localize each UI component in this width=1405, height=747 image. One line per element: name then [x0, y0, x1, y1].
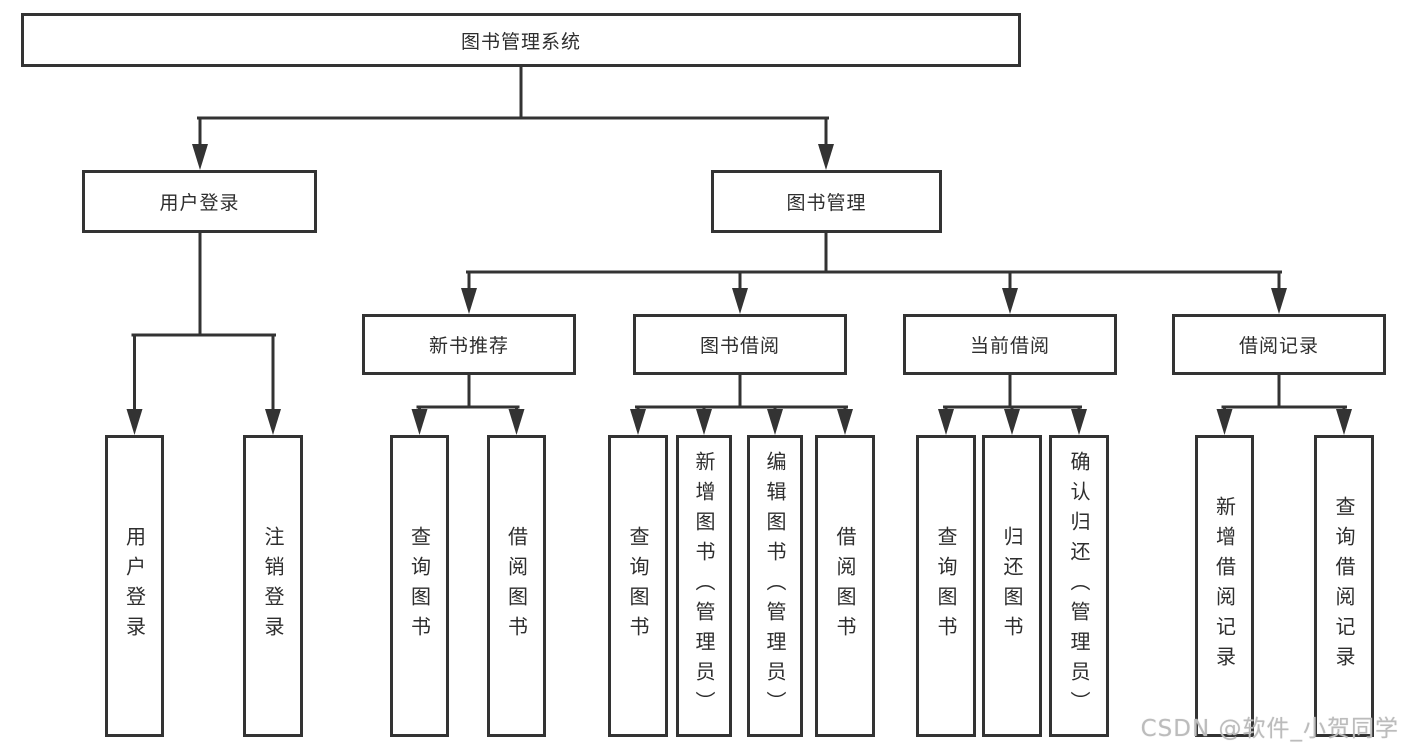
leaf-recommend-query-book: 查询图书 [390, 435, 449, 737]
leaf-label: 编辑图书（管理员） [763, 451, 787, 721]
node-root: 图书管理系统 [21, 13, 1021, 67]
arrow-down-icon [1071, 409, 1087, 435]
arrow-down-icon [1271, 288, 1287, 314]
arrow-down-icon [630, 409, 646, 435]
node-current-borrow: 当前借阅 [903, 314, 1117, 375]
arrow-down-icon [696, 409, 712, 435]
leaf-label: 注销登录 [261, 526, 285, 646]
node-borrow-records: 借阅记录 [1172, 314, 1386, 375]
arrow-down-icon [411, 409, 428, 435]
leaf-current-confirm-return-admin: 确认归还（管理员） [1049, 435, 1109, 737]
arrow-down-icon [767, 409, 783, 435]
leaf-recommend-borrow-book: 借阅图书 [487, 435, 546, 737]
arrow-down-icon [265, 409, 281, 435]
arrow-down-icon [732, 288, 748, 314]
leaf-label: 确认归还（管理员） [1067, 451, 1091, 721]
leaf-borrow-query-book: 查询图书 [608, 435, 668, 737]
leaf-label: 借阅图书 [833, 526, 857, 646]
leaf-label: 查询图书 [626, 526, 650, 646]
leaf-logout-login: 注销登录 [243, 435, 303, 737]
leaf-user-login: 用户登录 [105, 435, 164, 737]
leaf-records-query-record: 查询借阅记录 [1314, 435, 1374, 737]
node-book-management: 图书管理 [711, 170, 942, 233]
leaf-current-query-book: 查询图书 [916, 435, 976, 737]
node-new-book-recommend: 新书推荐 [362, 314, 576, 375]
leaf-borrow-edit-book-admin: 编辑图书（管理员） [747, 435, 803, 737]
node-label: 新书推荐 [428, 335, 509, 357]
leaf-label: 用户登录 [122, 526, 147, 646]
arrow-down-icon [508, 409, 525, 435]
csdn-watermark: CSDN @软件_小贺同学 [1140, 716, 1399, 742]
leaf-label: 借阅图书 [504, 526, 529, 646]
node-label: 图书管理 [786, 192, 867, 214]
arrow-down-icon [461, 288, 477, 314]
node-book-borrow: 图书借阅 [633, 314, 847, 375]
node-label: 图书借阅 [699, 335, 780, 357]
leaf-label: 新增图书（管理员） [692, 451, 716, 721]
leaf-label: 新增借阅记录 [1212, 496, 1237, 676]
node-label: 当前借阅 [969, 335, 1050, 357]
node-label: 图书管理系统 [460, 30, 581, 53]
arrow-down-icon [192, 144, 208, 170]
node-label: 用户登录 [159, 192, 240, 214]
leaf-label: 查询图书 [934, 526, 958, 646]
leaf-current-return-book: 归还图书 [982, 435, 1042, 737]
arrow-down-icon [1216, 409, 1233, 435]
arrow-down-icon [126, 409, 143, 435]
leaf-label: 归还图书 [1000, 526, 1024, 646]
arrow-down-icon [818, 144, 834, 170]
leaf-records-add-record: 新增借阅记录 [1195, 435, 1254, 737]
node-label: 借阅记录 [1238, 335, 1319, 357]
arrow-down-icon [938, 409, 954, 435]
leaf-borrow-borrow-book: 借阅图书 [815, 435, 875, 737]
arrow-down-icon [1002, 288, 1018, 314]
leaf-label: 查询借阅记录 [1332, 496, 1356, 676]
arrow-down-icon [1336, 409, 1352, 435]
leaf-borrow-add-book-admin: 新增图书（管理员） [676, 435, 732, 737]
arrow-down-icon [837, 409, 853, 435]
arrow-down-icon [1004, 409, 1020, 435]
leaf-label: 查询图书 [407, 526, 432, 646]
node-user-login: 用户登录 [82, 170, 317, 233]
